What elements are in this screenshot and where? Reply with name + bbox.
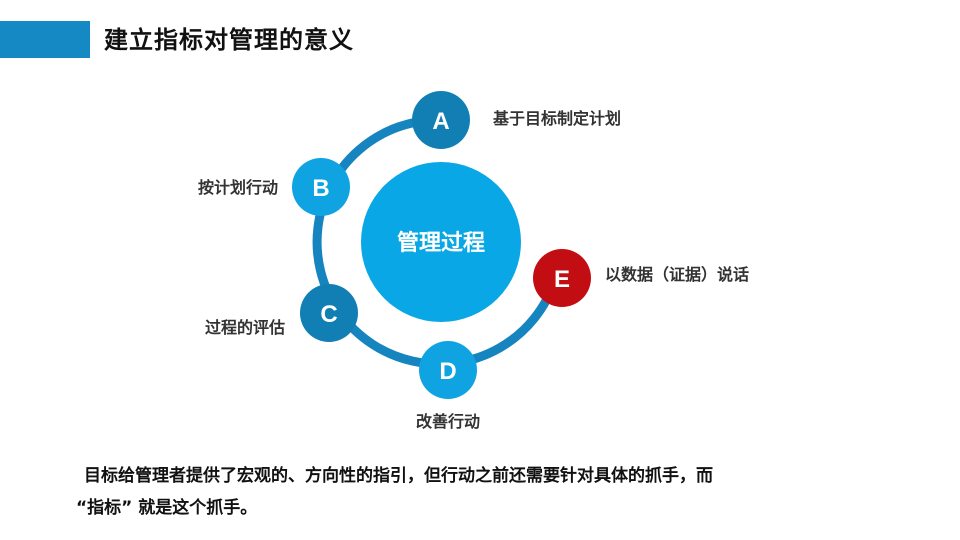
summary-paragraph: 目标给管理者提供了宏观的、方向性的指引，但行动之前还需要针对具体的抓手，而 “指… bbox=[76, 460, 896, 524]
node-e-letter: E bbox=[554, 266, 570, 293]
title-accent-bar bbox=[0, 21, 90, 58]
node-e-circle bbox=[533, 249, 591, 307]
center-label: 管理过程 bbox=[397, 230, 485, 256]
node-c: C bbox=[300, 284, 358, 342]
center-circle bbox=[361, 162, 521, 322]
summary-line-1: 目标给管理者提供了宏观的、方向性的指引，但行动之前还需要针对具体的抓手，而 bbox=[84, 466, 713, 486]
node-b-text: 按计划行动 bbox=[198, 178, 278, 197]
node-e: E bbox=[533, 249, 591, 307]
node-c-circle bbox=[300, 284, 358, 342]
node-d-letter: D bbox=[439, 358, 456, 385]
node-a-text: 基于目标制定计划 bbox=[492, 109, 621, 128]
node-a: A bbox=[412, 91, 470, 149]
node-b: B bbox=[292, 158, 350, 216]
summary-line-2: “指标” 就是这个抓手。 bbox=[76, 498, 258, 518]
node-b-letter: B bbox=[312, 175, 329, 202]
node-c-text: 过程的评估 bbox=[205, 318, 285, 337]
page-title: 建立指标对管理的意义 bbox=[104, 26, 354, 54]
node-d-circle bbox=[419, 341, 477, 399]
node-a-circle bbox=[412, 91, 470, 149]
node-b-circle bbox=[292, 158, 350, 216]
node-e-text: 以数据（证据）说话 bbox=[605, 265, 749, 284]
node-d-text: 改善行动 bbox=[416, 412, 480, 431]
node-d: D bbox=[419, 341, 477, 399]
node-c-letter: C bbox=[320, 301, 337, 328]
node-a-letter: A bbox=[432, 108, 449, 135]
